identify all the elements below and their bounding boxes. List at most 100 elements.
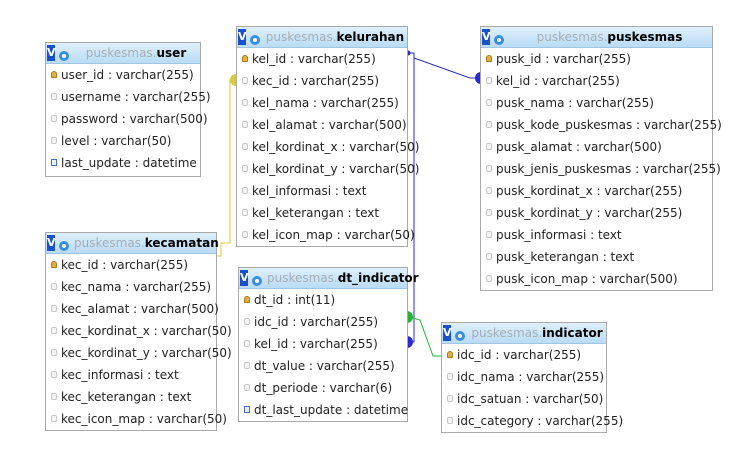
field-row[interactable]: kel_nama : varchar(255) [237, 92, 407, 114]
field-row[interactable]: kel_icon_map : varchar(50) [237, 224, 415, 246]
field-row[interactable]: user_id : varchar(255) [46, 64, 200, 86]
column-icon [51, 349, 57, 356]
toggle-icon[interactable]: V [443, 325, 452, 341]
column-icon [244, 362, 250, 369]
field-row[interactable]: kel_keterangan : text [237, 202, 407, 224]
field-row[interactable]: kel_kordinat_y : varchar(50) [237, 158, 419, 180]
table-title: puskesmas.kelurahan [265, 30, 405, 45]
field-row[interactable]: idc_id : varchar(255) [442, 344, 606, 366]
gear-icon[interactable] [58, 47, 70, 61]
field-row[interactable]: kec_alamat : varchar(500) [46, 298, 219, 320]
database-name: puskesmas. [74, 236, 145, 250]
toggle-icon[interactable]: V [482, 29, 491, 45]
field-label: kec_id : varchar(255) [61, 258, 189, 272]
field-row[interactable]: kel_id : varchar(255) [239, 333, 407, 355]
relation-end-kec-id [230, 74, 236, 86]
field-row[interactable]: kec_id : varchar(255) [237, 70, 407, 92]
field-row[interactable]: kec_icon_map : varchar(50) [46, 408, 227, 430]
field-row[interactable]: pusk_nama : varchar(255) [481, 92, 712, 114]
field-row[interactable]: kel_informasi : text [237, 180, 407, 202]
gear-icon[interactable] [251, 272, 263, 286]
table-title: puskesmas.puskesmas [509, 30, 710, 45]
table-name: dt_indicator [337, 271, 419, 285]
field-label: pusk_jenis_puskesmas : varchar(255) [496, 162, 721, 176]
field-row[interactable]: idc_nama : varchar(255) [442, 366, 606, 388]
field-row[interactable]: dt_value : varchar(255) [239, 355, 407, 377]
gear-icon[interactable] [493, 31, 505, 45]
gear-icon[interactable] [454, 327, 466, 341]
field-row[interactable]: last_update : datetime [46, 152, 200, 174]
field-row[interactable]: pusk_informasi : text [481, 224, 712, 246]
field-label: kel_id : varchar(255) [252, 52, 376, 66]
field-row[interactable]: kel_kordinat_x : varchar(50) [237, 136, 419, 158]
gear-icon[interactable] [58, 237, 70, 251]
column-icon [51, 283, 57, 290]
column-icon [242, 143, 248, 150]
column-icon [51, 137, 57, 144]
field-row[interactable]: pusk_kordinat_y : varchar(255) [481, 202, 712, 224]
field-row[interactable]: kec_informasi : text [46, 364, 216, 386]
field-row[interactable]: kec_nama : varchar(255) [46, 276, 216, 298]
field-row[interactable]: dt_id : int(11) [239, 289, 407, 311]
field-row[interactable]: idc_satuan : varchar(50) [442, 388, 606, 410]
field-label: pusk_alamat : varchar(500) [496, 140, 662, 154]
field-label: pusk_informasi : text [496, 228, 622, 242]
toggle-icon[interactable]: V [238, 29, 247, 45]
column-icon [486, 275, 492, 282]
table-title: puskesmas.user [74, 46, 198, 61]
field-row[interactable]: pusk_icon_map : varchar(500) [481, 268, 712, 290]
column-icon [242, 165, 248, 172]
table-name: kecamatan [144, 236, 219, 250]
field-row[interactable]: pusk_id : varchar(255) [481, 48, 712, 70]
field-row[interactable]: kec_kordinat_x : varchar(50) [46, 320, 232, 342]
column-icon [486, 231, 492, 238]
field-row[interactable]: kec_id : varchar(255) [46, 254, 216, 276]
field-row[interactable]: idc_id : varchar(255) [239, 311, 407, 333]
toggle-icon[interactable]: V [240, 270, 249, 286]
field-row[interactable]: kel_id : varchar(255) [481, 70, 712, 92]
toggle-icon[interactable]: V [47, 235, 56, 251]
field-label: dt_id : int(11) [254, 293, 336, 307]
column-icon [486, 99, 492, 106]
field-row[interactable]: kec_keterangan : text [46, 386, 216, 408]
field-row[interactable]: pusk_keterangan : text [481, 246, 712, 268]
field-label: idc_category : varchar(255) [457, 414, 624, 428]
field-row[interactable]: level : varchar(50) [46, 130, 200, 152]
field-label: kel_keterangan : text [252, 206, 380, 220]
field-label: idc_id : varchar(255) [254, 315, 379, 329]
field-row[interactable]: pusk_kode_puskesmas : varchar(255) [481, 114, 722, 136]
field-label: kel_icon_map : varchar(50) [252, 228, 415, 242]
field-row[interactable]: kel_alamat : varchar(500) [237, 114, 407, 136]
table-title: puskesmas.kecamatan [74, 236, 219, 251]
field-row[interactable]: username : varchar(255) [46, 86, 211, 108]
field-row[interactable]: password : varchar(500) [46, 108, 208, 130]
field-row[interactable]: dt_last_update : datetime [239, 399, 408, 421]
database-name: puskesmas. [85, 46, 157, 60]
field-row[interactable]: dt_periode : varchar(6) [239, 377, 407, 399]
table-name: indicator [542, 326, 603, 340]
field-row[interactable]: kec_kordinat_y : varchar(50) [46, 342, 232, 364]
column-icon [242, 209, 248, 216]
field-row[interactable]: idc_category : varchar(255) [442, 410, 623, 432]
gear-icon[interactable] [249, 31, 261, 45]
field-row[interactable]: pusk_alamat : varchar(500) [481, 136, 712, 158]
toggle-icon[interactable]: V [47, 45, 56, 61]
field-label: kec_informasi : text [61, 368, 179, 382]
field-row[interactable]: pusk_jenis_puskesmas : varchar(255) [481, 158, 721, 180]
field-row[interactable]: pusk_kordinat_x : varchar(255) [481, 180, 712, 202]
field-row[interactable]: kel_id : varchar(255) [237, 48, 407, 70]
field-label: kec_kordinat_x : varchar(50) [61, 324, 232, 338]
field-label: pusk_kode_puskesmas : varchar(255) [496, 118, 722, 132]
